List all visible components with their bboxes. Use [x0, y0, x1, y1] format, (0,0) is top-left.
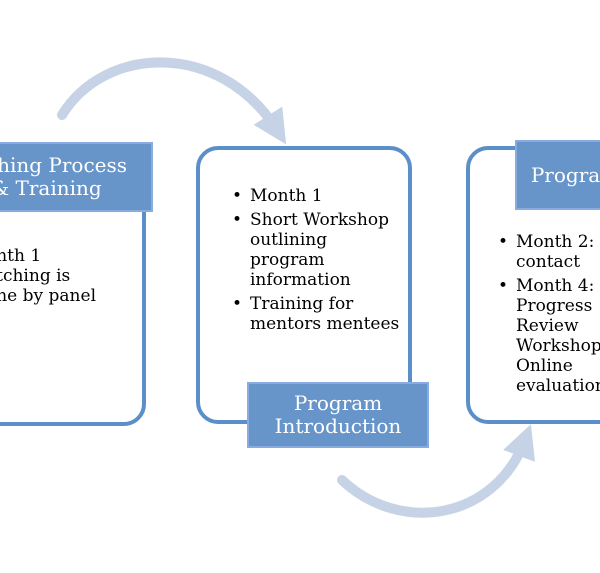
curved-arrow-icon	[57, 57, 287, 145]
bullet-list: • Month 1 • Short Workshop outlining pro…	[232, 186, 400, 334]
curved-arrow-icon	[337, 424, 535, 518]
list-item: • Month 1	[232, 186, 400, 206]
step-text-line: onth 1	[0, 246, 42, 266]
step-title-matching: atching Process & Training	[0, 142, 153, 212]
list-item: • Training for mentors mentees	[232, 294, 400, 334]
step-text-line: one by panel	[0, 286, 97, 306]
step-title-program: Program	[515, 140, 600, 210]
bullet-icon: •	[498, 276, 509, 296]
step-content-program: • Month 2: F contact • Month 4: Progress…	[498, 232, 600, 400]
bullet-icon: •	[232, 210, 243, 230]
step-content-matching: onth 1 atching is one by panel	[0, 246, 146, 306]
step-title-line: & Training	[0, 176, 102, 200]
list-item: • Month 4: Progress Review Workshop Onli…	[498, 276, 600, 396]
bullet-icon: •	[232, 186, 243, 206]
bullet-icon: •	[498, 232, 509, 252]
step-title-line: Introduction	[274, 414, 402, 438]
step-title-line: Program	[530, 162, 600, 187]
step-title-line: atching Process	[0, 153, 128, 177]
list-item-text: Month 4: Progress Review Workshop Online…	[516, 276, 600, 396]
step-title-line: Program	[293, 391, 383, 415]
list-item-text: Short Workshop outlining program informa…	[250, 210, 389, 290]
list-item-text: Training for mentors mentees	[250, 294, 400, 334]
list-item-text: Month 1	[250, 186, 323, 206]
list-item: • Month 2: F contact	[498, 232, 600, 272]
bullet-icon: •	[232, 294, 243, 314]
list-item: • Short Workshop outlining program infor…	[232, 210, 400, 290]
step-text-line: atching is	[0, 266, 71, 286]
step-title-introduction: Program Introduction	[247, 382, 429, 448]
list-item-text: Month 2: F contact	[516, 232, 600, 272]
bullet-list: • Month 2: F contact • Month 4: Progress…	[498, 232, 600, 396]
step-content-introduction: • Month 1 • Short Workshop outlining pro…	[232, 186, 400, 338]
